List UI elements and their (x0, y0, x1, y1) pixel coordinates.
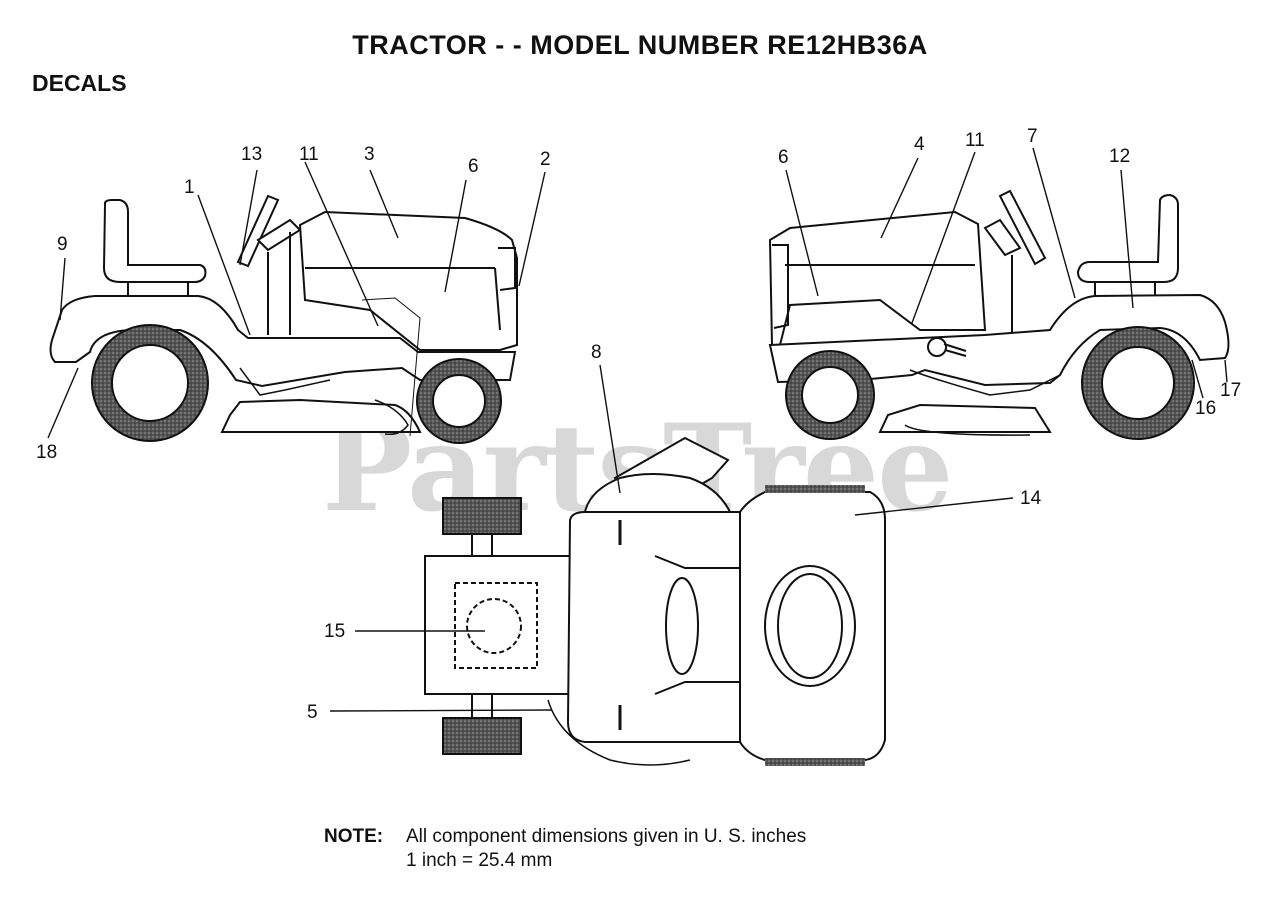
callout-6-right: 6 (778, 147, 789, 168)
steering-wheel-right (998, 189, 1047, 266)
steering-column-right (983, 218, 1022, 257)
seat-left (102, 199, 207, 283)
callout-13: 13 (241, 144, 262, 165)
hood-left (298, 210, 518, 351)
rear-tire-top-lower (442, 717, 522, 755)
callout-1: 1 (184, 177, 195, 198)
seat-right (1076, 193, 1179, 283)
tractor-left-view (49, 194, 518, 444)
callout-14: 14 (1020, 488, 1042, 509)
note-line-1: All component dimensions given in U. S. … (406, 826, 807, 847)
fender-right (768, 293, 1230, 387)
steering-wheel-left (236, 194, 280, 268)
callout-2: 2 (540, 149, 551, 170)
dimensions-note: NOTE: All component dimensions given in … (324, 826, 806, 871)
mower-deck-right (878, 403, 1052, 433)
callout-7: 7 (1027, 126, 1038, 147)
steering-top (665, 577, 699, 675)
callout-11-right: 11 (965, 130, 985, 151)
fuel-cap (466, 598, 522, 654)
fender-left (49, 295, 517, 388)
hood-grille-top (764, 565, 856, 687)
tractor-right-view (768, 189, 1230, 440)
callout-16: 16 (1195, 398, 1216, 419)
callout-17: 17 (1220, 380, 1241, 401)
callout-9: 9 (57, 234, 68, 255)
note-label: NOTE: (324, 826, 384, 847)
front-tire-top-upper (765, 485, 865, 493)
callout-3: 3 (364, 144, 375, 165)
callout-8: 8 (591, 342, 602, 363)
mower-deck-left (220, 398, 422, 433)
section-title: DECALS (32, 70, 127, 96)
callout-4: 4 (914, 134, 925, 155)
callout-labels: 13 11 3 6 2 1 9 18 6 4 11 7 12 16 17 8 1… (36, 126, 1241, 723)
callout-11-left: 11 (299, 144, 319, 165)
note-line-2: 1 inch = 25.4 mm (406, 850, 553, 871)
front-tire-top-lower (765, 758, 865, 766)
seat-base-right (1094, 281, 1156, 297)
leader-lines (47, 147, 1228, 712)
callout-18: 18 (36, 442, 57, 463)
callout-12: 12 (1109, 146, 1130, 167)
callout-6-left: 6 (468, 156, 479, 177)
callout-15: 15 (324, 621, 345, 642)
tractor-top-view (424, 436, 886, 766)
rear-tire-top-upper (442, 497, 522, 535)
callout-5: 5 (307, 702, 318, 723)
page-title: TRACTOR - - MODEL NUMBER RE12HB36A (352, 30, 928, 60)
